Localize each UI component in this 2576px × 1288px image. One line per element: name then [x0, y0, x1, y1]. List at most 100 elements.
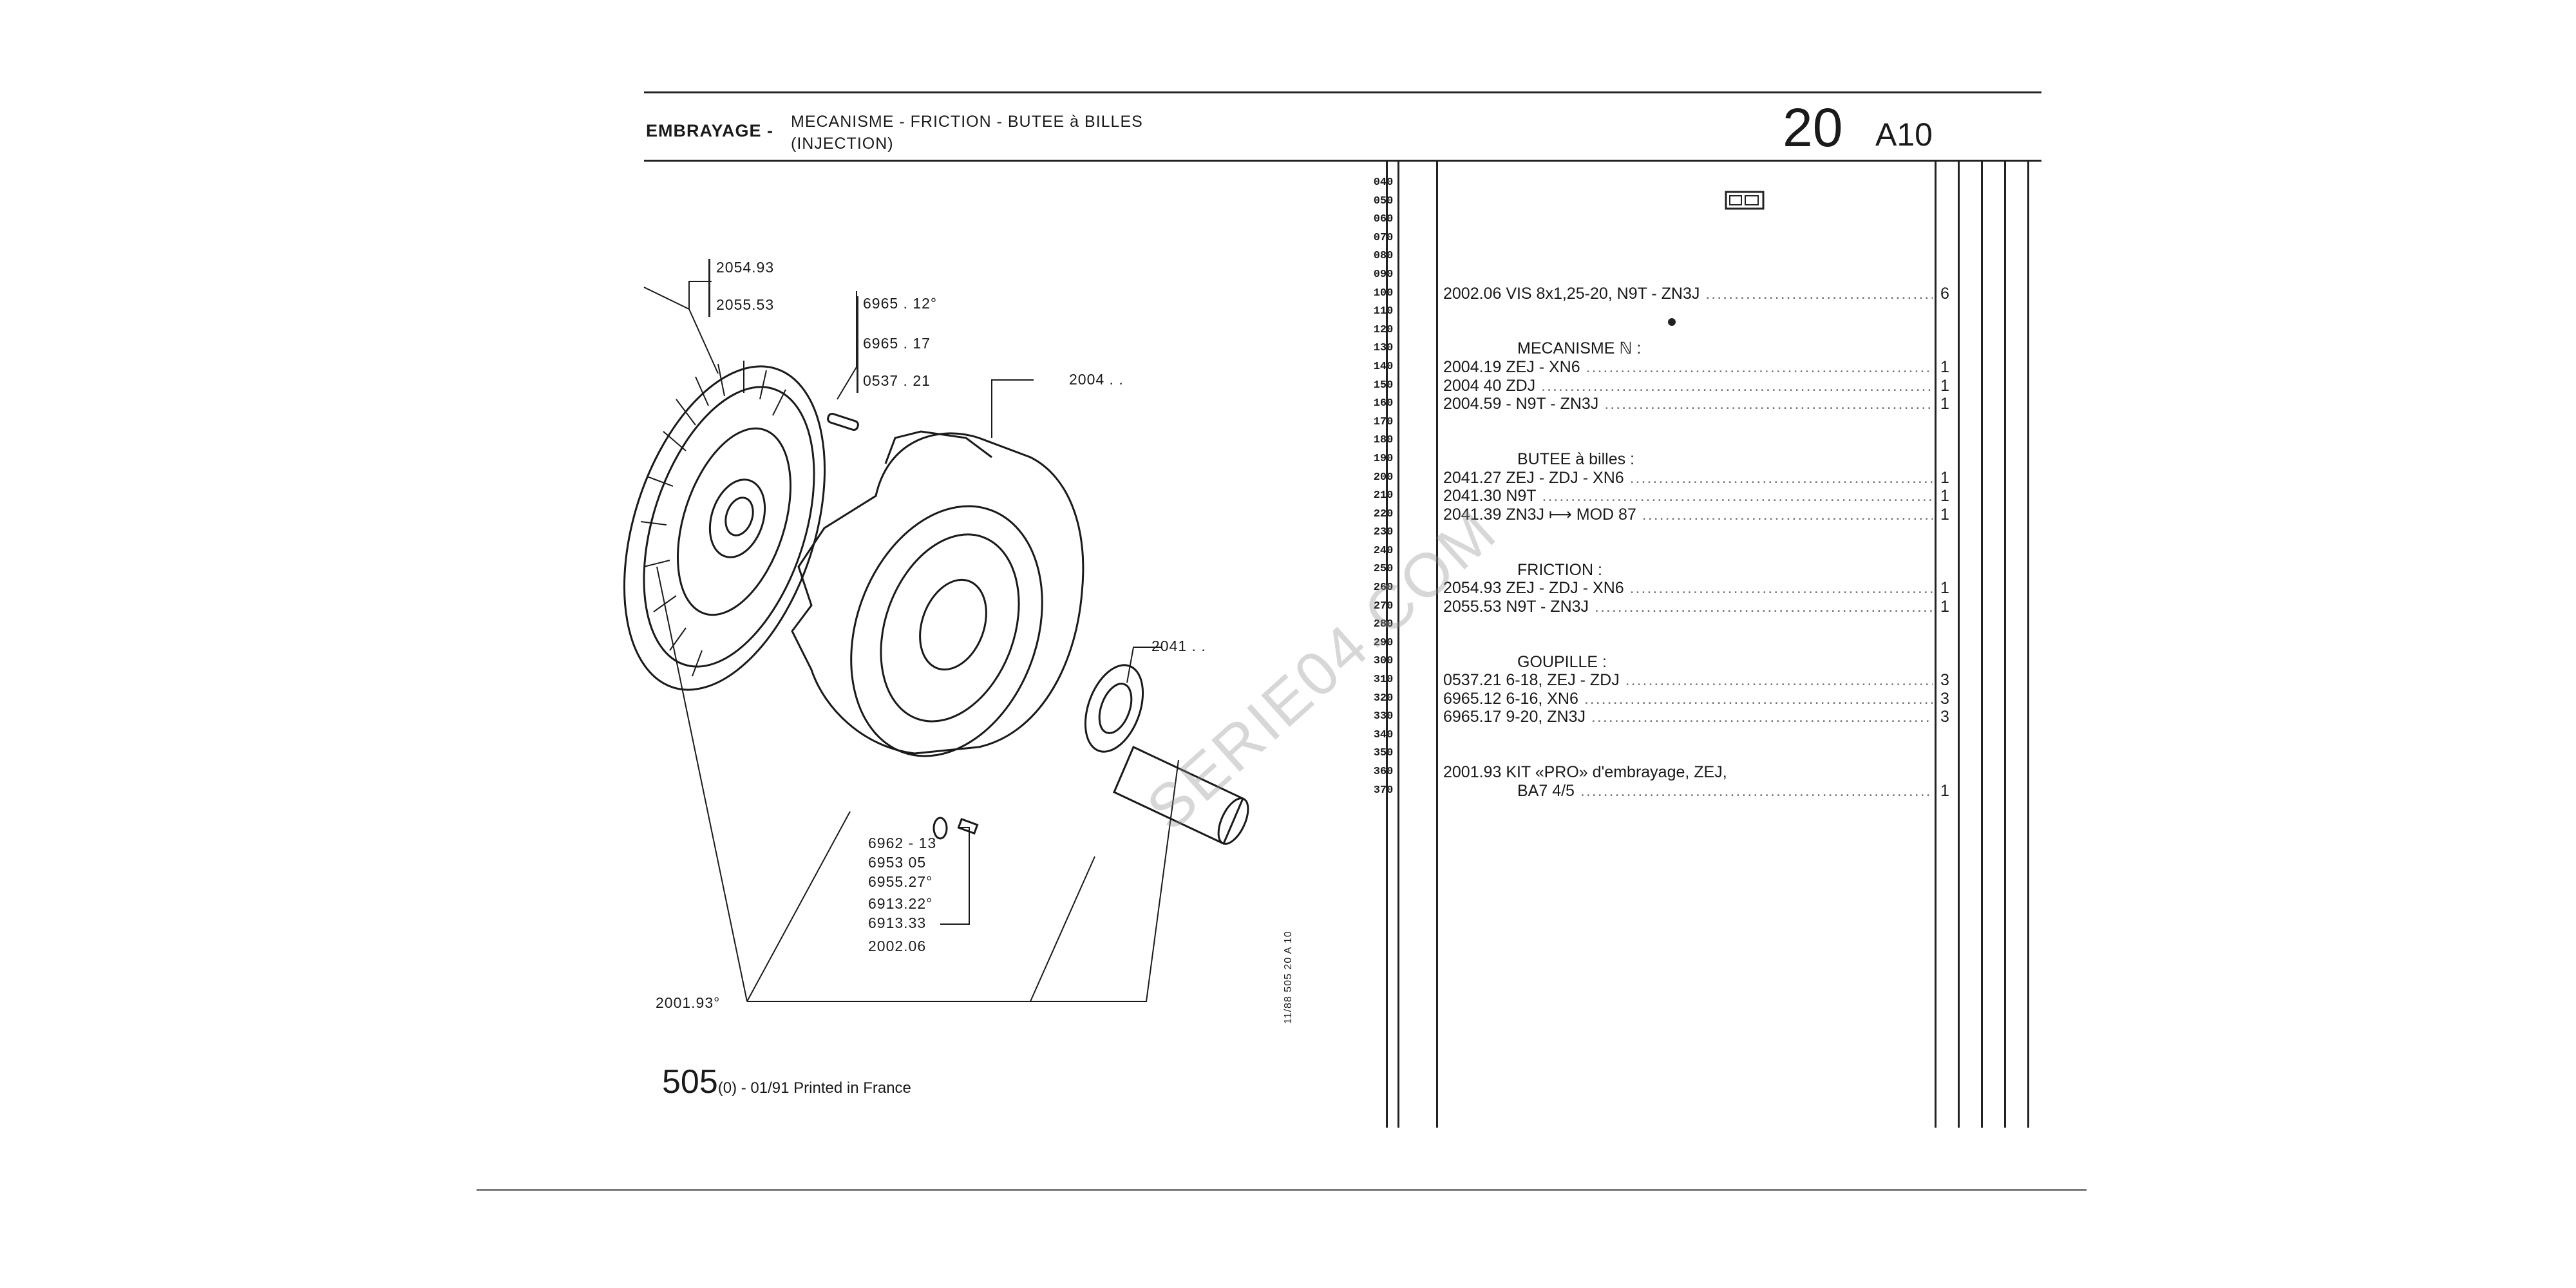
top-rule: [644, 91, 2041, 93]
parts-row: 6965.12 6-16, XN6: [1443, 690, 1958, 712]
parts-row: 2054.93 ZEJ - ZDJ - XN6: [1443, 579, 1958, 601]
ref-number: 110: [1373, 305, 1394, 318]
engine-icon: [1725, 191, 1765, 210]
parts-row: 2004.19 ZEJ - XN6: [1443, 358, 1958, 380]
ref-number: 170: [1373, 415, 1394, 428]
callout-bolt-c: 6955.27°: [868, 873, 933, 890]
parts-row-text: 2004.59 - N9T - ZN3J: [1443, 395, 1933, 413]
parts-row: 2055.53 N9T - ZN3J: [1443, 598, 1958, 620]
callout-pin-c: 0537 . 21: [863, 372, 931, 389]
ref-number: 200: [1373, 471, 1394, 484]
ref-number: 160: [1373, 397, 1394, 410]
table-line: [1386, 162, 1388, 1128]
callout-pin-b: 6965 . 17: [863, 335, 931, 352]
ref-number: 360: [1373, 766, 1394, 778]
ref-number: 210: [1373, 489, 1394, 502]
parts-row-qty: 1: [1940, 781, 1949, 800]
page-code: A10: [1875, 117, 1933, 153]
table-line: [2004, 162, 2006, 1128]
ref-number: 120: [1373, 323, 1394, 336]
parts-row-qty: 3: [1940, 671, 1949, 690]
parts-row-text: 2004.19 ZEJ - XN6: [1443, 358, 1933, 376]
callout-friction-a: 2054.93: [716, 259, 775, 276]
parts-row: FRICTION :: [1517, 561, 2032, 579]
parts-row-text: 2041.39 ZN3J ⟼ MOD 87: [1443, 506, 1933, 524]
ref-number: 100: [1373, 287, 1394, 299]
parts-row-text: 6965.17 9-20, ZN3J: [1443, 708, 1933, 726]
parts-row: 6965.17 9-20, ZN3J: [1443, 708, 1958, 730]
ref-number: 090: [1373, 268, 1394, 281]
parts-row-qty: 1: [1940, 505, 1949, 524]
footer-model: 505: [662, 1063, 718, 1101]
ref-number: 220: [1373, 507, 1394, 520]
ref-number: 260: [1373, 582, 1394, 594]
ref-number: 050: [1373, 194, 1394, 207]
callout-bracket: [857, 296, 858, 393]
callout-bolt-f: 2002.06: [868, 938, 927, 954]
ref-number: 240: [1373, 544, 1394, 557]
parts-row: 2004 40 ZDJ: [1443, 377, 1958, 399]
ref-number: 340: [1373, 728, 1394, 741]
parts-row-qty: 1: [1940, 376, 1949, 395]
header-bottom-rule: [644, 160, 2041, 162]
parts-row-text: 6965.12 6-16, XN6: [1443, 690, 1933, 708]
parts-row-text: 2002.06 VIS 8x1,25-20, N9T - ZN3J: [1443, 285, 1933, 303]
table-line: [1935, 162, 1937, 1128]
parts-row-text: 2041.27 ZEJ - ZDJ - XN6: [1443, 469, 1933, 487]
footer: 505(0) - 01/91 Printed in France: [662, 1063, 911, 1101]
callout-bolt-b: 6953 05: [868, 854, 927, 871]
callout-bolt-a: 6962 - 13: [868, 835, 937, 851]
parts-row: 2041.39 ZN3J ⟼ MOD 87: [1443, 506, 1958, 527]
section-subtitle-line2: (INJECTION): [791, 135, 894, 153]
parts-row: 2004.59 - N9T - ZN3J: [1443, 395, 1958, 417]
washer: [933, 817, 948, 840]
parts-row-qty: 1: [1940, 597, 1949, 616]
print-code: 11/88 505 20 A 10: [1283, 931, 1294, 1024]
pressure-plate: [791, 432, 1084, 755]
callout-bolt-d: 6913.22°: [868, 895, 933, 912]
parts-row: BA7 4/5: [1517, 782, 2032, 804]
parts-row-text: 2001.93 KIT «PRO» d'embrayage, ZEJ,: [1443, 763, 1727, 782]
parts-row-qty: 3: [1940, 708, 1949, 726]
callout-pin-a: 6965 . 12°: [863, 295, 938, 312]
bullet-mark: [1668, 318, 1676, 326]
friction-disc: [623, 365, 826, 691]
parts-row-qty: 1: [1940, 395, 1949, 413]
parts-row: BUTEE à billes :: [1517, 450, 2032, 468]
callout-bracket: [708, 259, 710, 317]
parts-row-text: BA7 4/5: [1517, 782, 1933, 800]
parts-row-qty: 1: [1940, 468, 1949, 487]
callout-bolt-e: 6913.33: [868, 914, 927, 931]
ref-number: 310: [1373, 674, 1394, 687]
bottom-rule: [477, 1189, 2087, 1191]
clutch-exploded-diagram: [623, 281, 1249, 1002]
parts-row-text: 2055.53 N9T - ZN3J: [1443, 598, 1933, 616]
section-title: EMBRAYAGE -: [646, 121, 774, 140]
parts-row-qty: 1: [1940, 358, 1949, 376]
callout-mechanism: 2004 . .: [1069, 371, 1124, 388]
callout-kit: 2001.93°: [656, 994, 721, 1011]
ref-number: 040: [1373, 176, 1394, 189]
bolt: [957, 818, 979, 835]
callout-bearing: 2041 . .: [1151, 638, 1206, 654]
parts-row-qty: 6: [1940, 284, 1949, 303]
parts-row-qty: 1: [1940, 487, 1949, 506]
ref-number: 080: [1373, 250, 1394, 263]
parts-row-text: 2054.93 ZEJ - ZDJ - XN6: [1443, 579, 1933, 597]
parts-row: GOUPILLE :: [1517, 653, 2032, 671]
parts-row: MECANISME ℕ :: [1517, 339, 2032, 357]
parts-row-text: GOUPILLE :: [1517, 652, 1607, 671]
ref-number: 320: [1373, 692, 1394, 705]
table-line: [1958, 162, 1960, 1128]
parts-row-qty: 1: [1940, 579, 1949, 598]
group-number: 20: [1783, 97, 1843, 158]
parts-row-text: 2041.30 N9T: [1443, 487, 1933, 505]
ref-number: 300: [1373, 655, 1394, 668]
table-line: [1397, 162, 1399, 1128]
ref-number: 230: [1373, 526, 1394, 539]
section-subtitle-line1: MECANISME - FRICTION - BUTEE à BILLES: [791, 113, 1143, 131]
parts-row-qty: 3: [1940, 689, 1949, 708]
parts-row: 0537.21 6-18, ZEJ - ZDJ: [1443, 671, 1958, 693]
table-line: [1436, 162, 1438, 1128]
